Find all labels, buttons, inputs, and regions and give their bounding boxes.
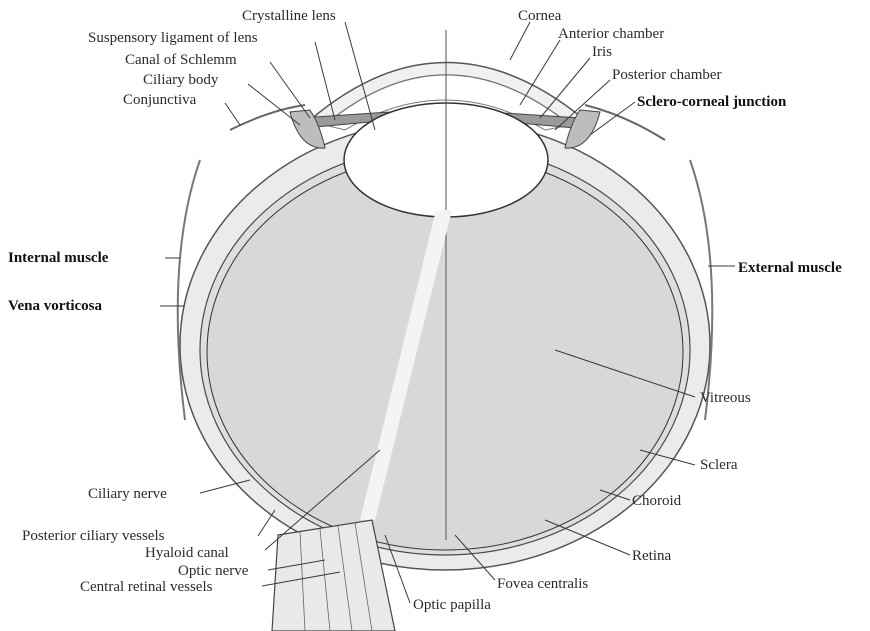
label-vitreous: Vitreous [700, 390, 751, 406]
label-hyaloid-canal: Hyaloid canal [145, 545, 229, 561]
label-external-muscle: External muscle [738, 260, 842, 276]
label-optic-papilla: Optic papilla [413, 597, 491, 613]
label-ciliary-body: Ciliary body [143, 72, 219, 88]
label-vena-vorticosa: Vena vorticosa [8, 298, 103, 314]
label-choroid: Choroid [632, 493, 682, 509]
label-optic-nerve: Optic nerve [178, 563, 249, 579]
leader-canal-of-schlemm [270, 62, 310, 118]
label-ciliary-nerve: Ciliary nerve [88, 486, 167, 502]
label-canal-of-schlemm: Canal of Schlemm [125, 52, 237, 68]
label-fovea-centralis: Fovea centralis [497, 576, 588, 592]
label-central-retinal-vessels: Central retinal vessels [80, 579, 213, 595]
label-crystalline-lens: Crystalline lens [242, 8, 336, 24]
label-internal-muscle: Internal muscle [8, 250, 109, 266]
label-iris: Iris [592, 44, 612, 60]
label-sclero-corneal-junction: Sclero-corneal junction [637, 94, 787, 110]
label-posterior-chamber: Posterior chamber [612, 67, 722, 83]
label-retina: Retina [632, 548, 671, 564]
leader-cornea [510, 22, 530, 60]
leader-posterior-ciliary-vessels [258, 510, 275, 536]
label-anterior-chamber: Anterior chamber [558, 26, 664, 42]
label-suspensory-ligament: Suspensory ligament of lens [88, 30, 258, 46]
label-conjunctiva: Conjunctiva [123, 92, 197, 108]
label-sclera: Sclera [700, 457, 738, 473]
label-posterior-ciliary-vessels: Posterior ciliary vessels [22, 528, 165, 544]
leader-conjunctiva [225, 103, 240, 125]
label-cornea: Cornea [518, 8, 562, 24]
